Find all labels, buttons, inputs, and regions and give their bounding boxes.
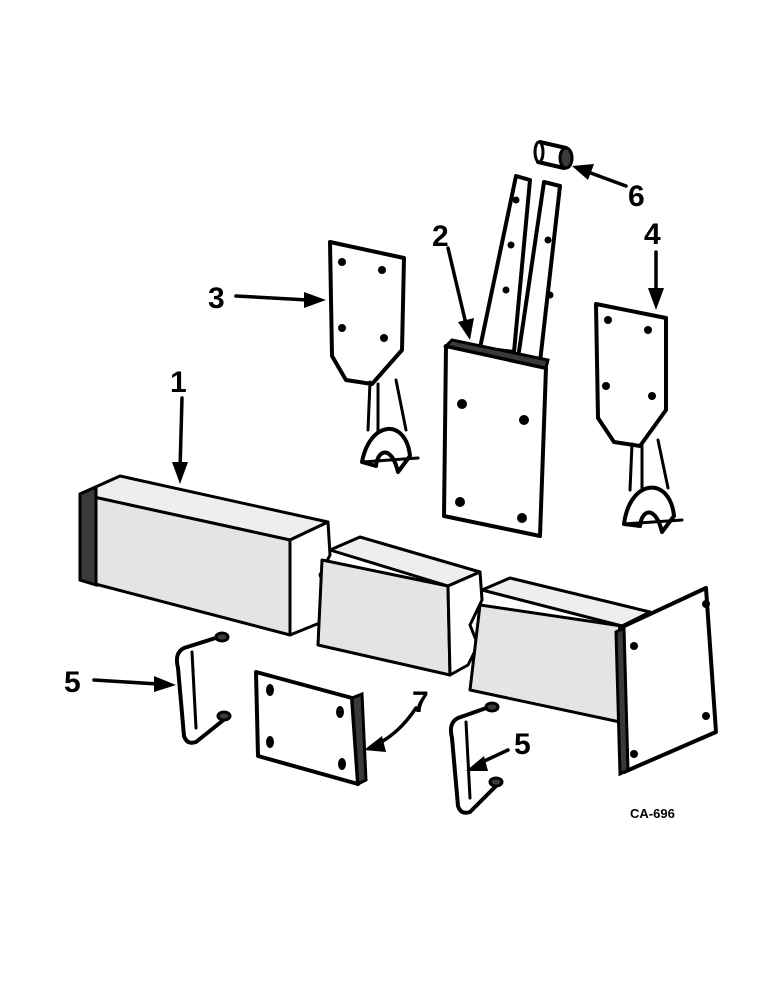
callout-5-left: 5 [64,666,81,699]
callout-1: 1 [170,366,187,399]
mounting-bracket [442,174,562,538]
clamp-bracket-left [328,240,420,474]
callout-7: 7 [412,686,429,719]
clamp-plate [254,670,368,787]
callout-5-right: 5 [514,728,531,761]
spacer-bushing [533,140,574,170]
u-bolt-left [174,631,232,745]
callout-2: 2 [432,220,449,253]
callout-3: 3 [208,282,225,315]
leader-lines [92,164,664,771]
u-bolt-right [448,701,504,815]
clamp-bracket-right [594,302,684,534]
callout-4: 4 [644,218,661,251]
tube-segment-left [78,474,332,637]
tube-segment-middle [316,535,484,677]
end-plate [614,586,718,777]
tube-segment-right [468,576,652,724]
callout-6: 6 [628,180,645,213]
drawing-code: CA-696 [630,806,675,821]
tube-assembly [78,474,718,777]
callout-labels: 1 2 3 4 5 5 6 7 CA-696 [64,180,675,821]
